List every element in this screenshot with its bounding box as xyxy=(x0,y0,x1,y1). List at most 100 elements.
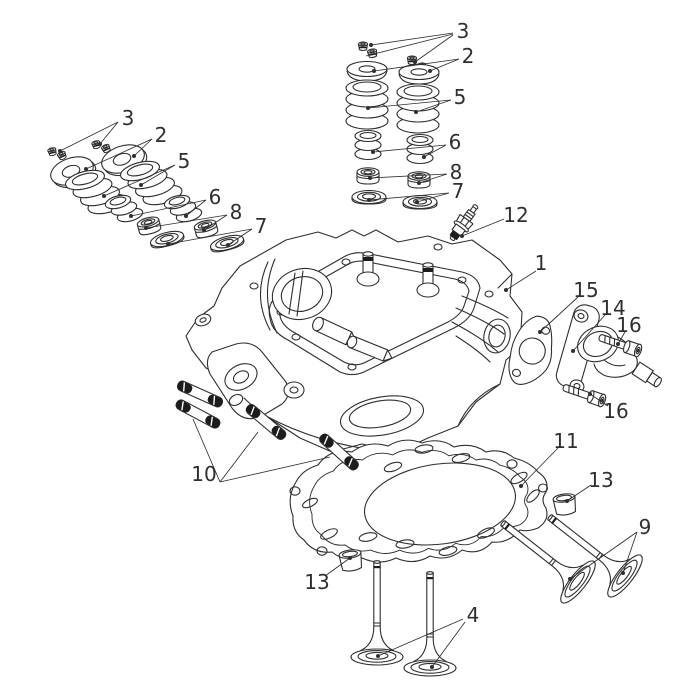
leader-dot-3 xyxy=(369,43,373,47)
callout-number-8: 8 xyxy=(450,160,463,184)
leader-line-6 xyxy=(130,199,207,217)
leader-line-2 xyxy=(133,138,153,157)
leader-dot-5 xyxy=(414,110,418,114)
dowel-cap xyxy=(552,491,578,517)
leader-dot-6 xyxy=(371,150,375,154)
leader-dot-3 xyxy=(98,142,102,146)
leader-line-5 xyxy=(140,164,176,186)
callout-number-9: 9 xyxy=(639,515,652,539)
leader-dot-1 xyxy=(504,288,508,292)
callout-number-8: 8 xyxy=(230,200,243,224)
callout-number-2: 2 xyxy=(462,44,475,68)
leader-dot-13 xyxy=(348,556,352,560)
leader-dot-9 xyxy=(621,571,625,575)
leader-line-8 xyxy=(203,214,228,231)
leader-dot-6 xyxy=(129,214,133,218)
leader-dot-2 xyxy=(372,69,376,73)
leader-line-2 xyxy=(429,58,460,72)
leader-dot-9 xyxy=(568,577,572,581)
leader-dot-2 xyxy=(84,167,88,171)
callout-number-5: 5 xyxy=(178,149,191,173)
leader-line-7 xyxy=(227,228,253,246)
leader-line-16 xyxy=(617,331,626,345)
leader-line-12 xyxy=(461,218,505,237)
leader-line-9 xyxy=(569,531,638,580)
leader-dot-2 xyxy=(428,69,432,73)
leader-dot-2 xyxy=(132,154,136,158)
inner-valve-spring xyxy=(406,133,434,165)
callout-number-6: 6 xyxy=(449,130,462,154)
callout-number-13: 13 xyxy=(588,468,613,492)
leader-line-3 xyxy=(59,121,119,152)
leader-dot-5 xyxy=(139,183,143,187)
leader-dot-7 xyxy=(166,242,170,246)
callout-number-2: 2 xyxy=(155,123,168,147)
valve xyxy=(350,560,404,666)
callout-number-1: 1 xyxy=(535,251,548,275)
valve-tower-stud xyxy=(356,251,380,287)
leader-dot-4 xyxy=(376,654,380,658)
valve xyxy=(403,571,457,677)
leader-dot-15 xyxy=(538,330,542,334)
leader-line-6 xyxy=(372,144,447,153)
inner-valve-spring xyxy=(354,129,382,161)
leader-line-4 xyxy=(431,621,466,668)
leader-dot-7 xyxy=(415,200,419,204)
leader-dot-3 xyxy=(58,149,62,153)
leader-line-2 xyxy=(373,58,460,72)
callout-number-5: 5 xyxy=(454,85,467,109)
leader-line-14 xyxy=(572,314,606,352)
callout-number-16: 16 xyxy=(616,313,641,337)
leader-line-16 xyxy=(589,393,609,407)
leader-line-2 xyxy=(85,138,153,170)
callout-number-13: 13 xyxy=(304,570,329,594)
leader-line-13 xyxy=(324,557,351,577)
leader-dot-6 xyxy=(184,214,188,218)
callout-number-16: 16 xyxy=(603,399,628,423)
callout-number-14: 14 xyxy=(600,296,625,320)
callout-number-7: 7 xyxy=(452,179,465,203)
leader-dot-7 xyxy=(367,198,371,202)
callout-number-10: 10 xyxy=(191,462,216,486)
leader-line-8 xyxy=(145,214,228,229)
spark-plug xyxy=(444,199,484,246)
leader-dot-12 xyxy=(460,234,464,238)
leader-line-6 xyxy=(423,144,447,158)
cylinder-head-body xyxy=(185,229,523,453)
leader-line-5 xyxy=(103,164,176,197)
rocker-shaft xyxy=(346,335,393,362)
leader-dot-8 xyxy=(202,228,206,232)
leader-dot-7 xyxy=(226,243,230,247)
leader-dot-8 xyxy=(144,226,148,230)
leader-line-7 xyxy=(167,228,253,245)
leader-line-13 xyxy=(566,484,592,502)
leader-line-11 xyxy=(520,447,559,487)
leader-dot-11 xyxy=(519,484,523,488)
callout-number-6: 6 xyxy=(209,185,222,209)
leader-line-10 xyxy=(192,418,221,483)
leader-line-3 xyxy=(365,33,454,57)
valve-stem-seal xyxy=(407,171,431,189)
leader-dot-8 xyxy=(368,176,372,180)
leader-line-7 xyxy=(368,192,450,201)
leader-line-10 xyxy=(219,431,259,483)
leader-dot-5 xyxy=(102,194,106,198)
leader-dot-16 xyxy=(588,392,592,396)
callout-number-4: 4 xyxy=(467,603,480,627)
leader-line-15 xyxy=(539,296,579,333)
leader-dot-5 xyxy=(366,106,370,110)
leader-line-8 xyxy=(418,173,448,184)
leader-line-10 xyxy=(219,456,331,483)
leader-dot-6 xyxy=(422,155,426,159)
leader-line-4 xyxy=(377,618,464,657)
top-valve-parts-group xyxy=(345,42,440,210)
callout-number-3: 3 xyxy=(457,19,470,43)
leader-dot-13 xyxy=(565,499,569,503)
leader-line-7 xyxy=(416,192,450,203)
spring-retainer xyxy=(398,63,440,85)
leader-line-1 xyxy=(505,270,537,291)
valve-stem-seal xyxy=(356,167,380,185)
